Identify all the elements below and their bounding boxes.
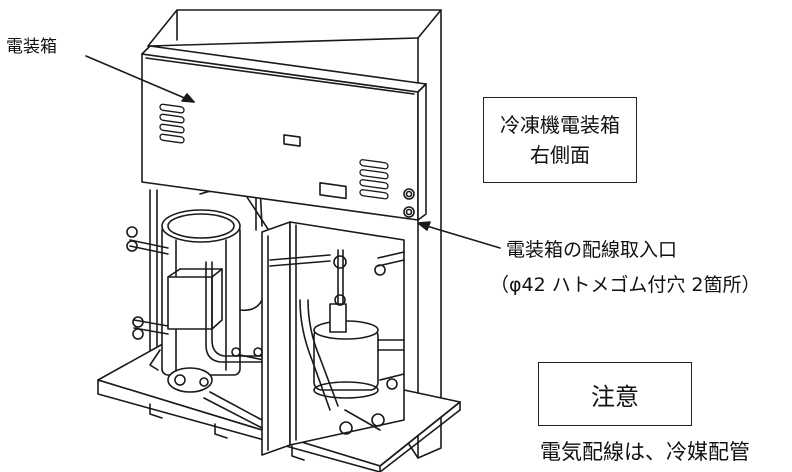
receiver-tank <box>314 250 378 398</box>
condenser-piping <box>270 252 404 434</box>
left-vent-louvers <box>160 104 184 143</box>
leader-arrow-electrical-box <box>86 56 194 102</box>
caution-note-text: 電気配線は、冷媒配管 <box>540 440 750 464</box>
electrical-box <box>142 46 426 220</box>
leader-arrow-wiring-port <box>418 222 500 248</box>
caution-title: 注意 <box>591 382 639 411</box>
compressor <box>162 210 240 392</box>
right-side-view-box: 冷凍機電装箱 右側面 <box>483 97 637 183</box>
right-side-view-subtitle: 右側面 <box>530 143 590 167</box>
right-side-view-title: 冷凍機電装箱 <box>500 113 620 137</box>
wiring-port-detail: （φ42 ハトメゴム付穴 2箇所） <box>490 274 761 296</box>
right-vent-louvers <box>360 159 388 199</box>
caution-box: 注意 <box>538 362 692 426</box>
wiring-entry-grommets <box>404 189 414 217</box>
electrical-box-label: 電装箱 <box>6 37 57 57</box>
wiring-port-label: 電装箱の配線取入口 <box>506 239 678 261</box>
